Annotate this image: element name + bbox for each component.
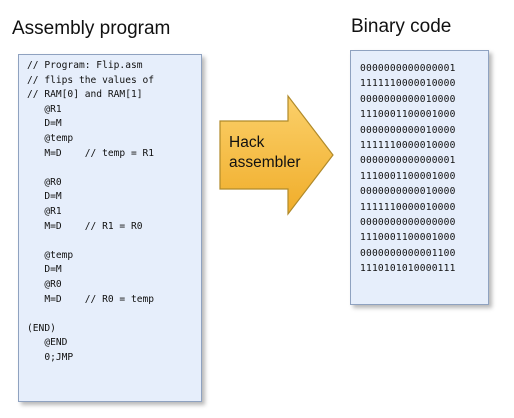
code-line: D=M: [27, 191, 62, 203]
code-line: @R0: [27, 176, 62, 188]
binary-code-panel: 0000000000000001 1111110000010000 000000…: [350, 50, 489, 305]
binary-line: 1111110000010000: [360, 201, 456, 213]
assembler-arrow-icon: [219, 94, 334, 216]
binary-line: 1110001100001000: [360, 170, 456, 182]
code-line-end-label: (END): [27, 322, 56, 334]
code-line: @temp: [27, 249, 74, 261]
code-line: @END: [27, 337, 68, 349]
code-line: M=D // temp = R1: [27, 147, 155, 159]
binary-code-heading: Binary code: [351, 16, 452, 37]
code-line-comment-3: // RAM[0] and RAM[1]: [27, 89, 143, 101]
code-line: M=D // R1 = R0: [27, 220, 143, 232]
binary-line: 1111110000010000: [360, 78, 456, 90]
code-line: @R1: [27, 103, 62, 115]
binary-line: 0000000000000000: [360, 217, 456, 228]
code-line: D=M: [27, 118, 62, 130]
arrow-label: Hack assembler: [229, 133, 301, 173]
binary-line: 0000000000010000: [360, 93, 456, 105]
code-line-comment-2: // flips the values of: [27, 74, 155, 86]
binary-line: 0000000000000001: [360, 63, 456, 74]
binary-line: 0000000000000001: [360, 155, 456, 167]
assembly-program-heading: Assembly program: [12, 18, 171, 39]
code-line: @R0: [27, 279, 62, 290]
binary-line: 0000000000010000: [360, 186, 456, 198]
binary-line: 0000000000001100: [360, 247, 456, 259]
binary-line: 0000000000010000: [360, 124, 456, 136]
binary-line: 1111110000010000: [360, 140, 456, 151]
code-line: @R1: [27, 206, 62, 217]
arrow-label-line-1: Hack: [229, 134, 265, 151]
binary-line: 1110001100001000: [360, 232, 456, 244]
code-line-comment-1: // Program: Flip.asm: [27, 60, 143, 71]
assembly-code-panel: // Program: Flip.asm // flips the values…: [18, 54, 202, 402]
binary-line: 1110001100001000: [360, 109, 456, 121]
arrow-shape: [219, 94, 334, 216]
binary-line: 1110101010000111: [360, 263, 456, 275]
arrow-label-line-2: assembler: [229, 154, 301, 171]
code-line: 0;JMP: [27, 352, 74, 363]
code-line: M=D // R0 = temp: [27, 293, 155, 305]
code-line: D=M: [27, 264, 62, 276]
code-line: @temp: [27, 133, 74, 144]
